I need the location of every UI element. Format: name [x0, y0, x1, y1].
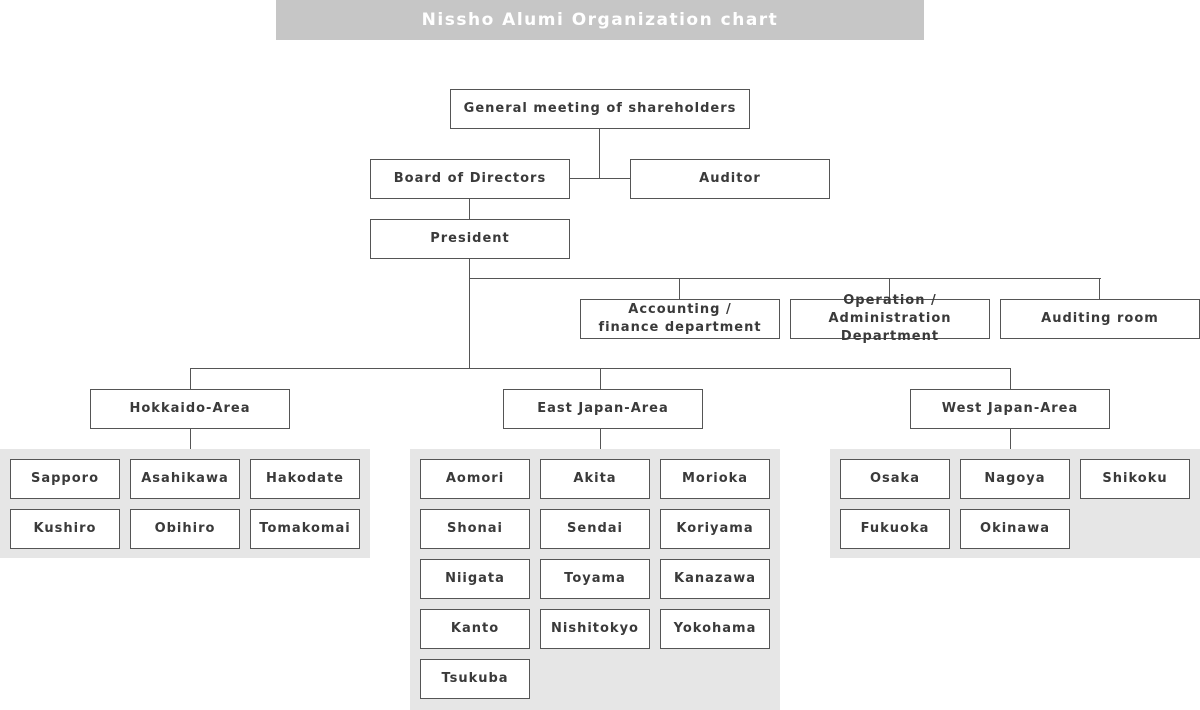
- branch-label: Nishitokyo: [551, 621, 639, 636]
- president-box: President: [370, 219, 570, 259]
- operation-administration-box: Operation / Administration Department: [790, 293, 990, 344]
- branch-box: Kanazawa: [660, 559, 770, 599]
- branch-box: Fukuoka: [840, 509, 950, 549]
- connector-east-panel: [600, 428, 601, 449]
- branch-box: Sapporo: [10, 459, 120, 499]
- branch-label: Niigata: [445, 571, 505, 586]
- department-label-line1: Operation /: [843, 293, 937, 308]
- president-label: President: [430, 231, 510, 246]
- shareholders-box: General meeting of shareholders: [450, 89, 750, 129]
- auditor-label: Auditor: [699, 171, 761, 186]
- connector-shareholders-down: [599, 128, 600, 179]
- branch-box: Morioka: [660, 459, 770, 499]
- connector-dept-2-drop: [889, 278, 890, 299]
- branch-label: Akita: [573, 471, 617, 486]
- branch-box: Osaka: [840, 459, 950, 499]
- connector-west-drop: [1010, 368, 1011, 389]
- branch-label: Tsukuba: [441, 671, 509, 686]
- connector-hokkaido-drop: [190, 368, 191, 389]
- branch-box: Hakodate: [250, 459, 360, 499]
- branch-box: Yokohama: [660, 609, 770, 649]
- area-label: West Japan-Area: [941, 401, 1079, 416]
- area-label: East Japan-Area: [537, 401, 669, 416]
- branch-label: Asahikawa: [141, 471, 229, 486]
- branch-label: Tomakomai: [259, 521, 351, 536]
- branch-label: Kanazawa: [674, 571, 756, 586]
- accounting-finance-box: Accounting / finance department: [580, 299, 780, 339]
- department-label-line2: finance department: [598, 320, 762, 335]
- connector-department-bus: [469, 278, 1101, 279]
- branch-label: Okinawa: [980, 521, 1050, 536]
- branch-label: Sapporo: [30, 471, 100, 486]
- branch-box: Kanto: [420, 609, 530, 649]
- branch-label: Osaka: [870, 471, 920, 486]
- branch-box: Nagoya: [960, 459, 1070, 499]
- branch-box: Tsukuba: [420, 659, 530, 699]
- connector-board-auditor: [569, 178, 630, 179]
- branch-box: Tomakomai: [250, 509, 360, 549]
- branch-label: Nagoya: [984, 471, 1046, 486]
- board-of-directors-box: Board of Directors: [370, 159, 570, 199]
- branch-label: Toyama: [564, 571, 626, 586]
- branch-label: Fukuoka: [860, 521, 930, 536]
- department-label-line2: Administration Department: [828, 311, 952, 344]
- branch-label: Kushiro: [33, 521, 97, 536]
- branch-label: Shikoku: [1102, 471, 1168, 486]
- connector-dept-3-drop: [1099, 278, 1100, 299]
- west-japan-area-box: West Japan-Area: [910, 389, 1110, 429]
- department-label: Auditing room: [1041, 311, 1159, 326]
- auditor-box: Auditor: [630, 159, 830, 199]
- branch-box: Toyama: [540, 559, 650, 599]
- branch-label: Aomori: [445, 471, 505, 486]
- branch-box: Shikoku: [1080, 459, 1190, 499]
- branch-box: Okinawa: [960, 509, 1070, 549]
- branch-label: Koriyama: [676, 521, 754, 536]
- branch-label: Sendai: [567, 521, 623, 536]
- connector-board-president: [469, 198, 470, 219]
- branch-label: Obihiro: [154, 521, 216, 536]
- connector-east-drop: [600, 368, 601, 389]
- connector-hokkaido-panel: [190, 428, 191, 449]
- branch-label: Hakodate: [266, 471, 344, 486]
- shareholders-label: General meeting of shareholders: [463, 101, 737, 116]
- branch-label: Shonai: [446, 521, 504, 536]
- branch-box: Akita: [540, 459, 650, 499]
- branch-box: Nishitokyo: [540, 609, 650, 649]
- east-japan-area-box: East Japan-Area: [503, 389, 703, 429]
- branch-box: Obihiro: [130, 509, 240, 549]
- board-label: Board of Directors: [393, 171, 547, 186]
- hokkaido-area-box: Hokkaido-Area: [90, 389, 290, 429]
- branch-box: Aomori: [420, 459, 530, 499]
- branch-box: Kushiro: [10, 509, 120, 549]
- connector-dept-1-drop: [679, 278, 680, 299]
- connector-west-panel: [1010, 428, 1011, 449]
- branch-box: Shonai: [420, 509, 530, 549]
- branch-label: Kanto: [450, 621, 500, 636]
- connector-president-trunk: [469, 258, 470, 369]
- area-label: Hokkaido-Area: [129, 401, 251, 416]
- branch-label: Morioka: [681, 471, 749, 486]
- branch-box: Niigata: [420, 559, 530, 599]
- branch-label: Yokohama: [673, 621, 757, 636]
- auditing-room-box: Auditing room: [1000, 299, 1200, 339]
- branch-box: Sendai: [540, 509, 650, 549]
- chart-title: Nissho Alumi Organization chart: [276, 0, 924, 40]
- department-label-line1: Accounting /: [628, 302, 732, 317]
- branch-box: Koriyama: [660, 509, 770, 549]
- branch-box: Asahikawa: [130, 459, 240, 499]
